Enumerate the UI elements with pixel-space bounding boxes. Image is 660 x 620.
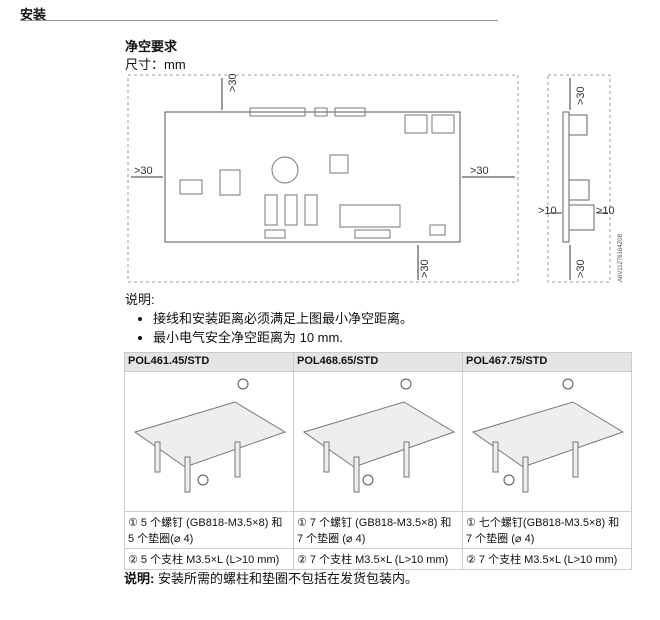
screw-spec: ① 7 个螺钉 (GB818-M3.5×8) 和 7 个垫圈 (⌀ 4) — [293, 511, 463, 549]
standoff-spec: ② 7 个支柱 M3.5×L (L>10 mm) — [462, 548, 632, 570]
notes-label: 说明: — [125, 292, 155, 307]
footer-text: 安装所需的螺柱和垫圈不包括在发货包装内。 — [154, 571, 418, 586]
model-header: POL461.45/STD — [124, 352, 294, 372]
unit-label: 尺寸：mm — [125, 57, 186, 72]
standoff-spec: ② 7 个支柱 M3.5×L (L>10 mm) — [293, 548, 463, 570]
side-dim-bottom: >30 — [575, 259, 587, 278]
dim-top: >30 — [227, 73, 239, 92]
mounting-table: POL461.45/STD POL468.65/STD POL467.75/ST… — [124, 352, 632, 570]
clearance-diagram: >30 >30 >30 >30 >30 >30 >10 >10 A6V11276… — [127, 73, 624, 283]
footer-note: 说明: 安装所需的螺柱和垫圈不包括在发货包装内。 — [124, 568, 418, 587]
clearance-box — [127, 74, 519, 283]
mounting-illustration — [124, 371, 294, 512]
side-dim-left: >10 — [538, 205, 557, 217]
note-item: 接线和安装距离必须满足上图最小净空距离。 — [153, 309, 413, 328]
subtitle: 净空要求 — [125, 39, 178, 54]
notes: 说明: 接线和安装距离必须满足上图最小净空距离。最小电气安全净空距离为 10 m… — [125, 290, 413, 347]
dim-bottom: >30 — [419, 259, 431, 278]
note-item: 最小电气安全净空距离为 10 mm. — [153, 328, 413, 347]
screw-spec: ① 5 个螺钉 (GB818-M3.5×8) 和 5 个垫圈(⌀ 4) — [124, 511, 294, 549]
figure-code: A6V11276164Z08 — [618, 233, 624, 282]
standoff-spec: ② 5 个支柱 M3.5×L (L>10 mm) — [124, 548, 294, 570]
dim-left: >30 — [134, 165, 153, 177]
side-clearance-box — [547, 74, 611, 283]
screw-spec: ① 七个螺钉(GB818-M3.5×8) 和 7 个垫圈 (⌀ 4) — [462, 511, 632, 549]
footer-label: 说明: — [124, 571, 155, 586]
dim-right: >30 — [470, 165, 489, 177]
section-title: 安装 — [20, 7, 47, 22]
side-dim-right: >10 — [596, 205, 615, 217]
model-header: POL467.75/STD — [462, 352, 632, 372]
side-dim-top: >30 — [575, 86, 587, 105]
board-front — [164, 111, 461, 243]
model-header: POL468.65/STD — [293, 352, 463, 372]
mounting-illustration — [462, 371, 632, 512]
mounting-illustration — [293, 371, 463, 512]
divider — [20, 20, 498, 21]
